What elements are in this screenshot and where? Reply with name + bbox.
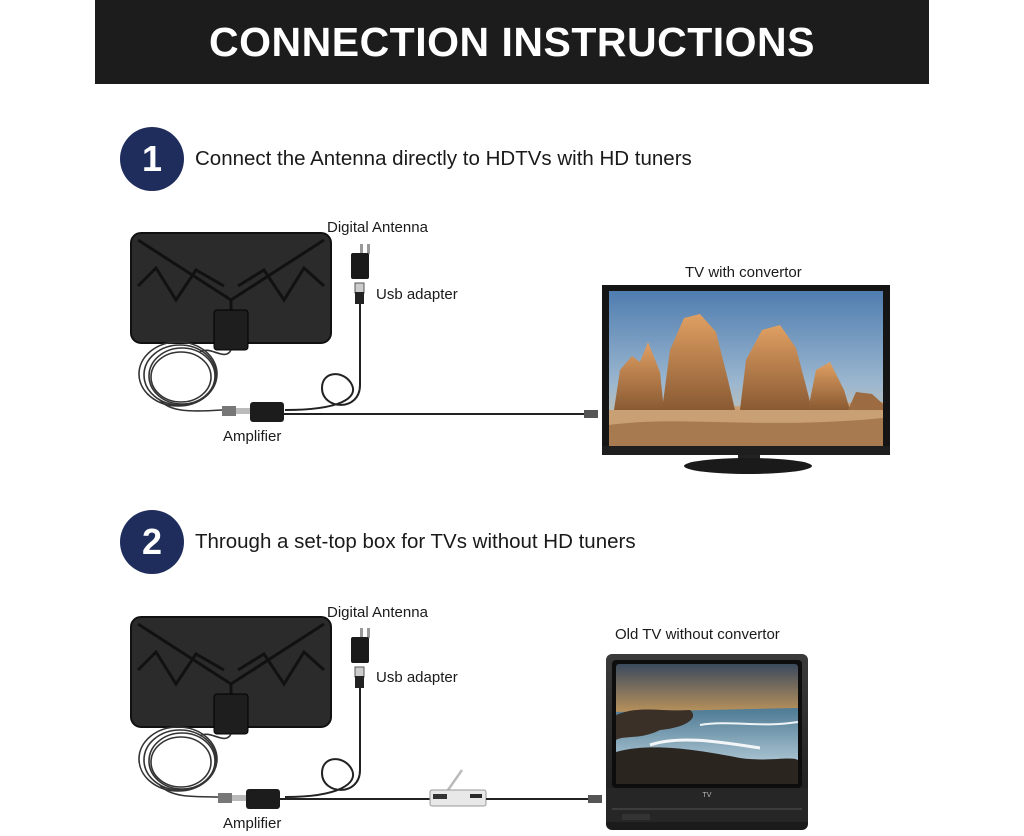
step-2-tv-label: Old TV without convertor	[615, 626, 780, 643]
header-banner: CONNECTION INSTRUCTIONS	[95, 0, 929, 84]
step-2-antenna-panel	[130, 616, 332, 735]
step-1-tv-label: TV with convertor	[685, 264, 802, 281]
step-1-usb-label: Usb adapter	[376, 286, 458, 303]
page-title: CONNECTION INSTRUCTIONS	[209, 18, 815, 65]
step-1-amplifier-label: Amplifier	[223, 428, 282, 445]
step-1-usb-cable	[284, 304, 361, 411]
step-2-tv-brand: TV	[703, 792, 712, 799]
step-1-antenna-label: Digital Antenna	[327, 219, 428, 236]
step-2-set-top-box	[429, 769, 487, 807]
step-2-coax-connector	[588, 795, 602, 803]
step-2-antenna-label: Digital Antenna	[327, 604, 428, 621]
step-1-antenna-panel	[130, 232, 332, 351]
step-2-text: Through a set-top box for TVs without HD…	[195, 530, 636, 553]
step-2-heading: 2 Through a set-top box for TVs without …	[120, 510, 636, 574]
step-2-coiled-cable	[138, 726, 232, 798]
step-2-badge: 2	[120, 510, 184, 574]
step-2-usb-cable	[284, 688, 361, 798]
step-1-text: Connect the Antenna directly to HDTVs wi…	[195, 147, 692, 170]
step-2-amplifier-label: Amplifier	[223, 815, 282, 832]
step-1-coiled-cable	[138, 341, 232, 412]
step-2-usb-label: Usb adapter	[376, 669, 458, 686]
step-1-badge: 1	[120, 127, 184, 191]
step-1-usb-adapter	[351, 244, 370, 304]
step-1-heading: 1 Connect the Antenna directly to HDTVs …	[120, 127, 692, 191]
step-1-coax-connector	[584, 410, 598, 418]
step-2-amplifier	[218, 789, 280, 809]
step-1-tv	[602, 285, 890, 474]
step-1-scene	[130, 232, 890, 474]
step-2-old-tv: TV	[606, 654, 808, 830]
step-2-scene: TV	[130, 616, 808, 830]
step-1-amplifier	[222, 402, 284, 422]
step-2-usb-adapter	[351, 628, 370, 688]
